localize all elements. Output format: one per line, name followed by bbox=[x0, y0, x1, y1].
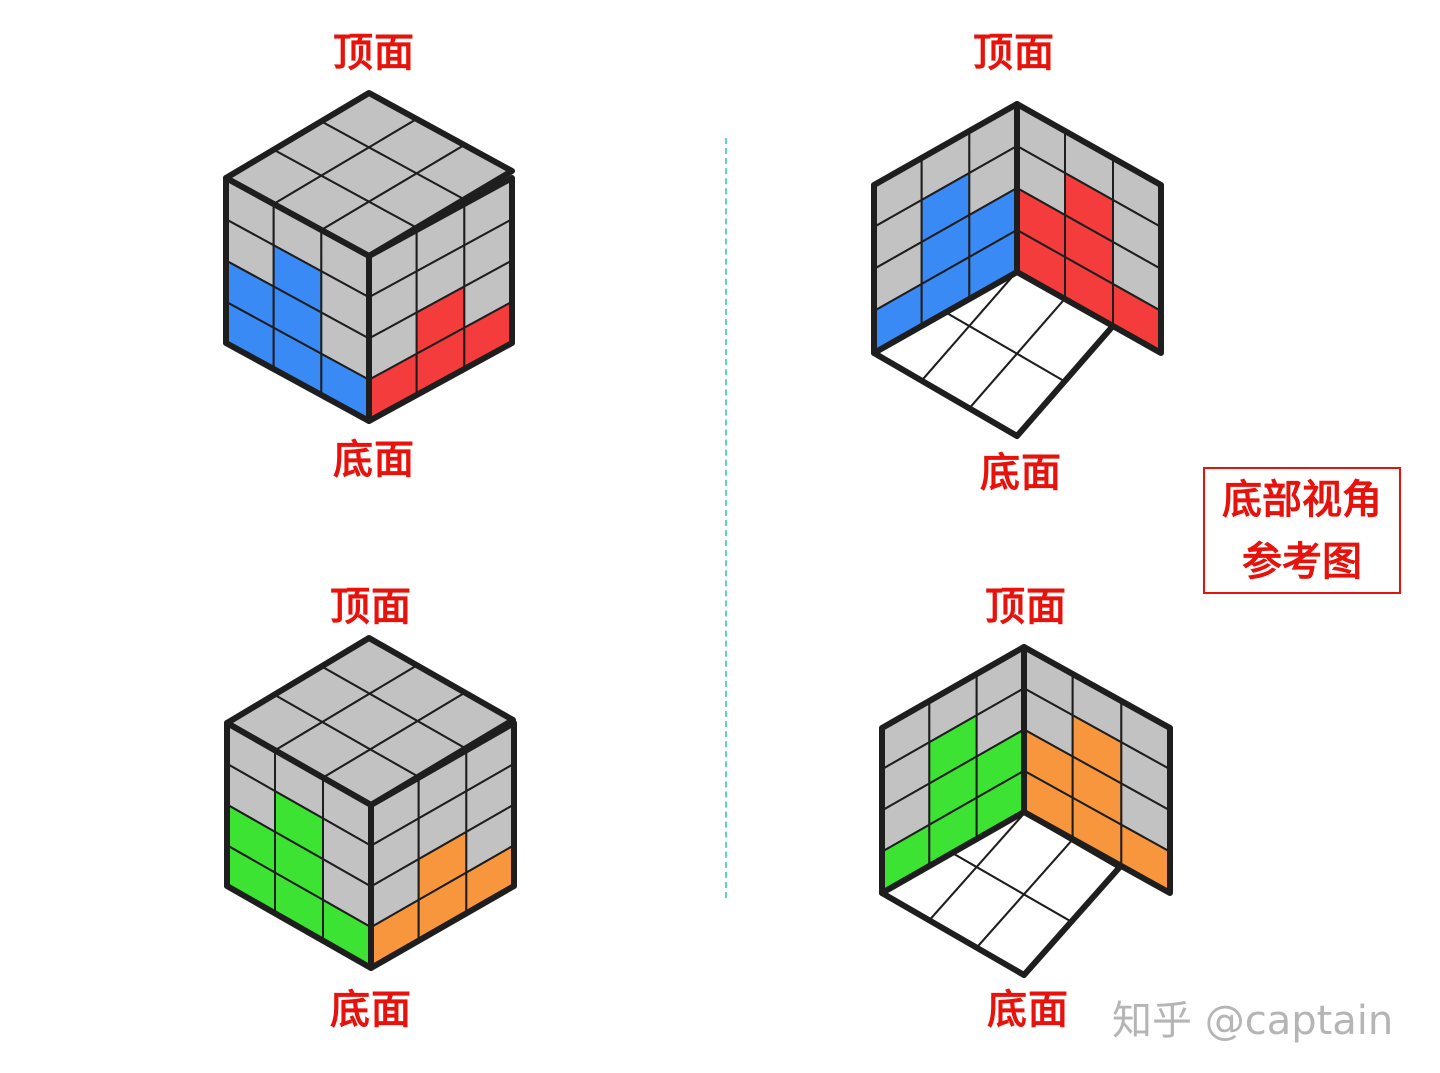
reference-note-box: 底部视角 参考图 bbox=[1203, 467, 1401, 594]
right-face-outline bbox=[368, 720, 517, 971]
reference-note-line2: 参考图 bbox=[1242, 539, 1362, 585]
top-face-label-1: 顶面 bbox=[333, 30, 415, 76]
right-face-outline bbox=[366, 175, 515, 424]
bottom-face-label-2: 底面 bbox=[980, 450, 1062, 496]
cube-bottom-left bbox=[224, 635, 517, 971]
bottom-face-label-1: 底面 bbox=[333, 437, 415, 483]
top-face-label-2: 顶面 bbox=[973, 30, 1055, 76]
bottom-face-label-4: 底面 bbox=[987, 987, 1069, 1033]
back-right-face-outline bbox=[1021, 644, 1173, 896]
top-face-label-3: 顶面 bbox=[330, 584, 412, 630]
reference-note-line1: 底部视角 bbox=[1222, 477, 1382, 523]
watermark: 知乎 @captain bbox=[1112, 998, 1394, 1044]
cube-top-left bbox=[223, 90, 515, 424]
cube-top-right bbox=[871, 101, 1164, 439]
top-face-label-4: 顶面 bbox=[985, 584, 1067, 630]
center-divider bbox=[725, 138, 727, 898]
bottom-face-label-3: 底面 bbox=[330, 987, 412, 1033]
back-right-face-outline bbox=[1014, 101, 1164, 356]
cube-bottom-right bbox=[879, 644, 1173, 978]
